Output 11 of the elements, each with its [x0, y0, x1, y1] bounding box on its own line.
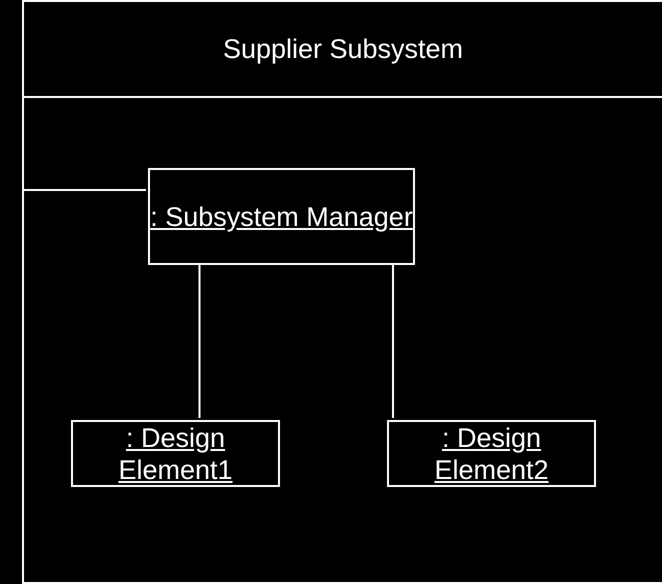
object-name: : Design Element1 — [117, 422, 234, 486]
connector-line — [23, 189, 146, 191]
connector-line — [392, 263, 394, 418]
subsystem-box — [22, 0, 662, 584]
object-name: : Design Element2 — [433, 422, 550, 486]
object-box — [148, 168, 415, 265]
connector-line — [198, 263, 200, 418]
object-box — [71, 420, 280, 487]
object-name: : Subsystem Manager — [150, 200, 413, 232]
object-box — [387, 420, 596, 487]
subsystem-name: Supplier Subsystem — [24, 2, 662, 98]
